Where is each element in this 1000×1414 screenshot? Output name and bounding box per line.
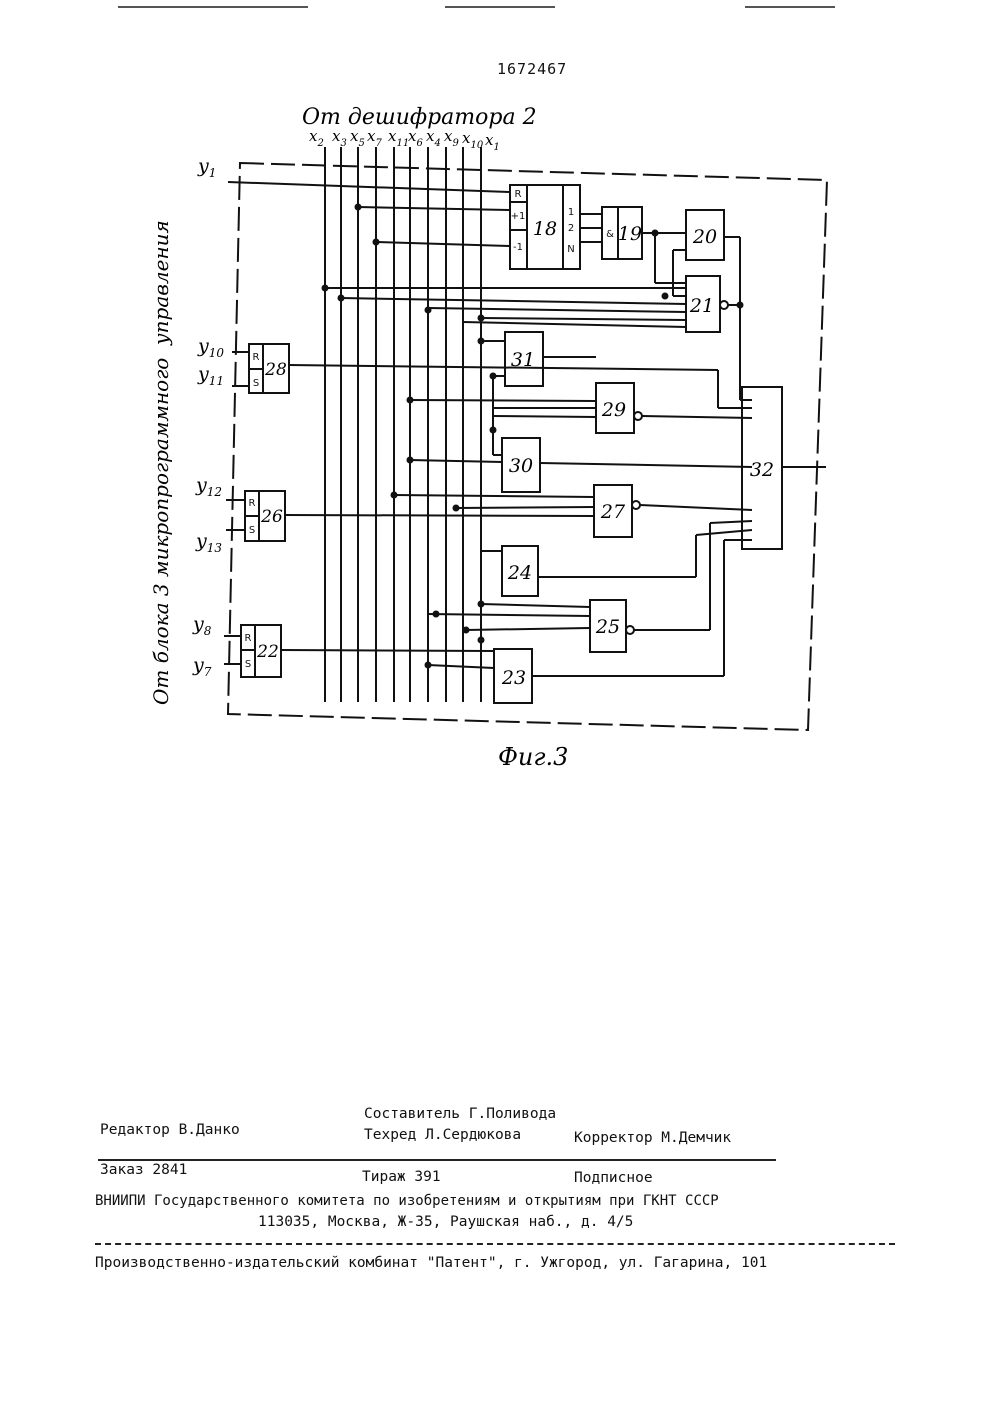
pin-label: R — [253, 352, 260, 363]
pin-label: S — [245, 659, 251, 670]
figure-caption: Фиг.3 — [498, 743, 568, 771]
block-29-number: 29 — [601, 399, 626, 421]
block-18-number: 18 — [533, 218, 557, 240]
pin-label: 1 — [568, 207, 574, 218]
editor-line: Редактор В.Данко — [100, 1122, 240, 1138]
block-27-number: 27 — [600, 501, 626, 523]
organization-line: ВНИИПИ Государственного комитета по изоб… — [95, 1193, 719, 1209]
publisher-line: Производственно-издательский комбинат "П… — [95, 1255, 767, 1271]
address-line: 113035, Москва, Ж-35, Раушская наб., д. … — [258, 1214, 633, 1230]
pin-label: N — [567, 244, 574, 255]
block-32-number: 32 — [750, 459, 774, 481]
block-19-number: 19 — [618, 223, 642, 245]
y13-label: y13 — [195, 530, 222, 555]
x-label: x6 — [408, 127, 423, 149]
pin-label: S — [253, 378, 259, 389]
circuit-diagram: От дешифратора 2 x2 x3 x5 x7 x11 x6 x4 x… — [0, 0, 1000, 800]
block-25-number: 25 — [595, 616, 620, 638]
pin-label: R — [245, 633, 252, 644]
block-28-number: 28 — [264, 360, 287, 380]
imprint-rule — [98, 1159, 776, 1161]
y12-label: y12 — [195, 474, 222, 499]
pin-label: S — [249, 525, 255, 536]
pin-label: R — [515, 189, 522, 200]
block-24-number: 24 — [507, 562, 532, 584]
pin-label: -1 — [513, 242, 523, 253]
x-label: x5 — [350, 127, 365, 149]
corrector-line: Корректор М.Демчик — [574, 1130, 731, 1146]
x-label: x7 — [367, 127, 382, 149]
order-line: Заказ 2841 — [100, 1162, 187, 1178]
block-22-number: 22 — [256, 642, 279, 662]
pin-label: 2 — [568, 223, 574, 234]
x-label: x1 — [485, 131, 500, 153]
block-21-number: 21 — [689, 295, 714, 317]
x-label: x10 — [462, 129, 484, 151]
techred-line: Техред Л.Сердюкова — [364, 1127, 521, 1143]
block-23-number: 23 — [501, 667, 526, 689]
block-30-number: 30 — [509, 455, 533, 477]
x-label: x2 — [309, 127, 324, 149]
pin-label: R — [249, 498, 256, 509]
pin-label: & — [606, 229, 614, 240]
x-label: x9 — [444, 127, 459, 149]
composer-line: Составитель Г.Поливода — [364, 1106, 556, 1122]
block-20-number: 20 — [692, 226, 717, 248]
x-label: x11 — [388, 127, 409, 149]
circulation-line: Тираж 391 — [362, 1169, 441, 1185]
block-26-number: 26 — [260, 507, 283, 527]
side-source-label: От блока 3 микропрограммного управления — [149, 220, 173, 705]
x-label: x4 — [426, 127, 441, 149]
y1-label: y1 — [197, 155, 216, 180]
y7-label: y7 — [192, 654, 212, 679]
x-label: x3 — [332, 127, 347, 149]
y11-label: y11 — [197, 363, 224, 388]
imprint-dashed-rule — [95, 1243, 895, 1245]
block-31-number: 31 — [511, 349, 535, 371]
pin-label: +1 — [511, 211, 526, 222]
y10-label: y10 — [197, 335, 224, 360]
subscription-line: Подписное — [574, 1170, 653, 1186]
y8-label: y8 — [192, 613, 212, 638]
